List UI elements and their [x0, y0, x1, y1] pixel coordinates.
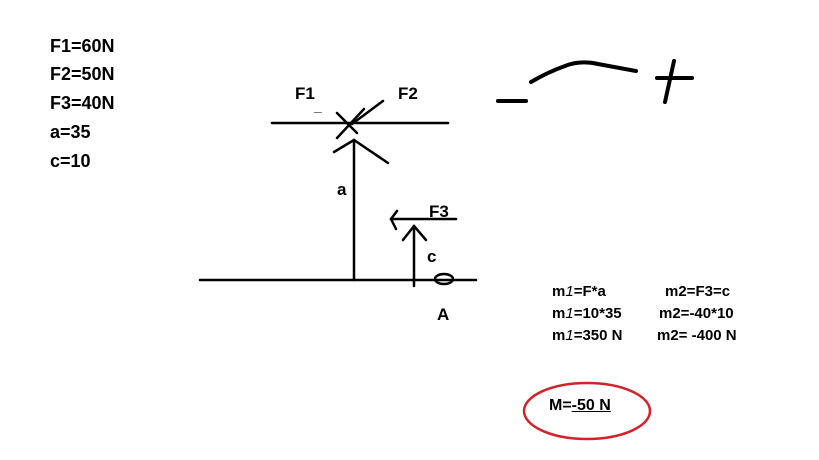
given-f2: F2=50N	[50, 64, 115, 84]
label-f1-tick: _	[314, 98, 322, 114]
label-f1: F1	[295, 84, 315, 103]
arm-c-arrow-right	[412, 224, 428, 242]
given-f1: F1=60N	[50, 36, 115, 56]
given-f3: F3=40N	[50, 93, 115, 113]
final-moment: M=-50 N	[549, 396, 611, 416]
m1-line-3: =350 N	[573, 327, 623, 344]
given-c: c=10	[50, 151, 91, 171]
m1-line-1: =F*a	[573, 283, 606, 300]
f2-arrow-shaft	[350, 99, 385, 126]
f1-arrow-cross	[335, 111, 359, 135]
m2-result: m2= -400 N	[657, 327, 737, 344]
label-a: a	[337, 180, 347, 199]
given-a: a=35	[50, 122, 91, 142]
m1-line-2: =10*35	[573, 305, 622, 322]
f1-arrow-shaft	[335, 107, 366, 140]
label-f3: F3	[429, 202, 449, 221]
final-moment-value: -50 N	[571, 397, 611, 414]
f3-arrow-up	[389, 209, 399, 221]
arm-c-arrow-left	[401, 224, 416, 242]
rotation-arc-icon	[529, 60, 638, 84]
label-c: c	[427, 247, 437, 266]
m1-formula: m1=F*a	[552, 282, 606, 302]
point-a-marker	[433, 272, 455, 286]
m1-index-2: 1	[565, 305, 574, 322]
arm-a-arrow-left	[332, 138, 356, 154]
m2-substitution: m2=-40*10	[659, 305, 734, 322]
final-moment-prefix: M=	[549, 397, 572, 414]
label-point-a: A	[437, 305, 450, 324]
m1-result: m1=350 N	[552, 326, 622, 346]
m1-index: 1	[565, 283, 574, 300]
m2-formula: m2=F3=c	[665, 283, 731, 300]
f3-arrow-down	[389, 217, 398, 231]
result-circle	[522, 381, 652, 441]
label-f2: F2	[398, 84, 418, 103]
m1-substitution: m1=10*35	[552, 304, 622, 324]
m1-prefix-3: m	[552, 327, 566, 344]
m1-prefix-2: m	[552, 305, 566, 322]
m1-prefix: m	[552, 283, 566, 300]
plus-sign-vertical	[663, 59, 676, 104]
arm-a-arrow-right	[352, 138, 390, 165]
m1-index-3: 1	[565, 327, 574, 344]
